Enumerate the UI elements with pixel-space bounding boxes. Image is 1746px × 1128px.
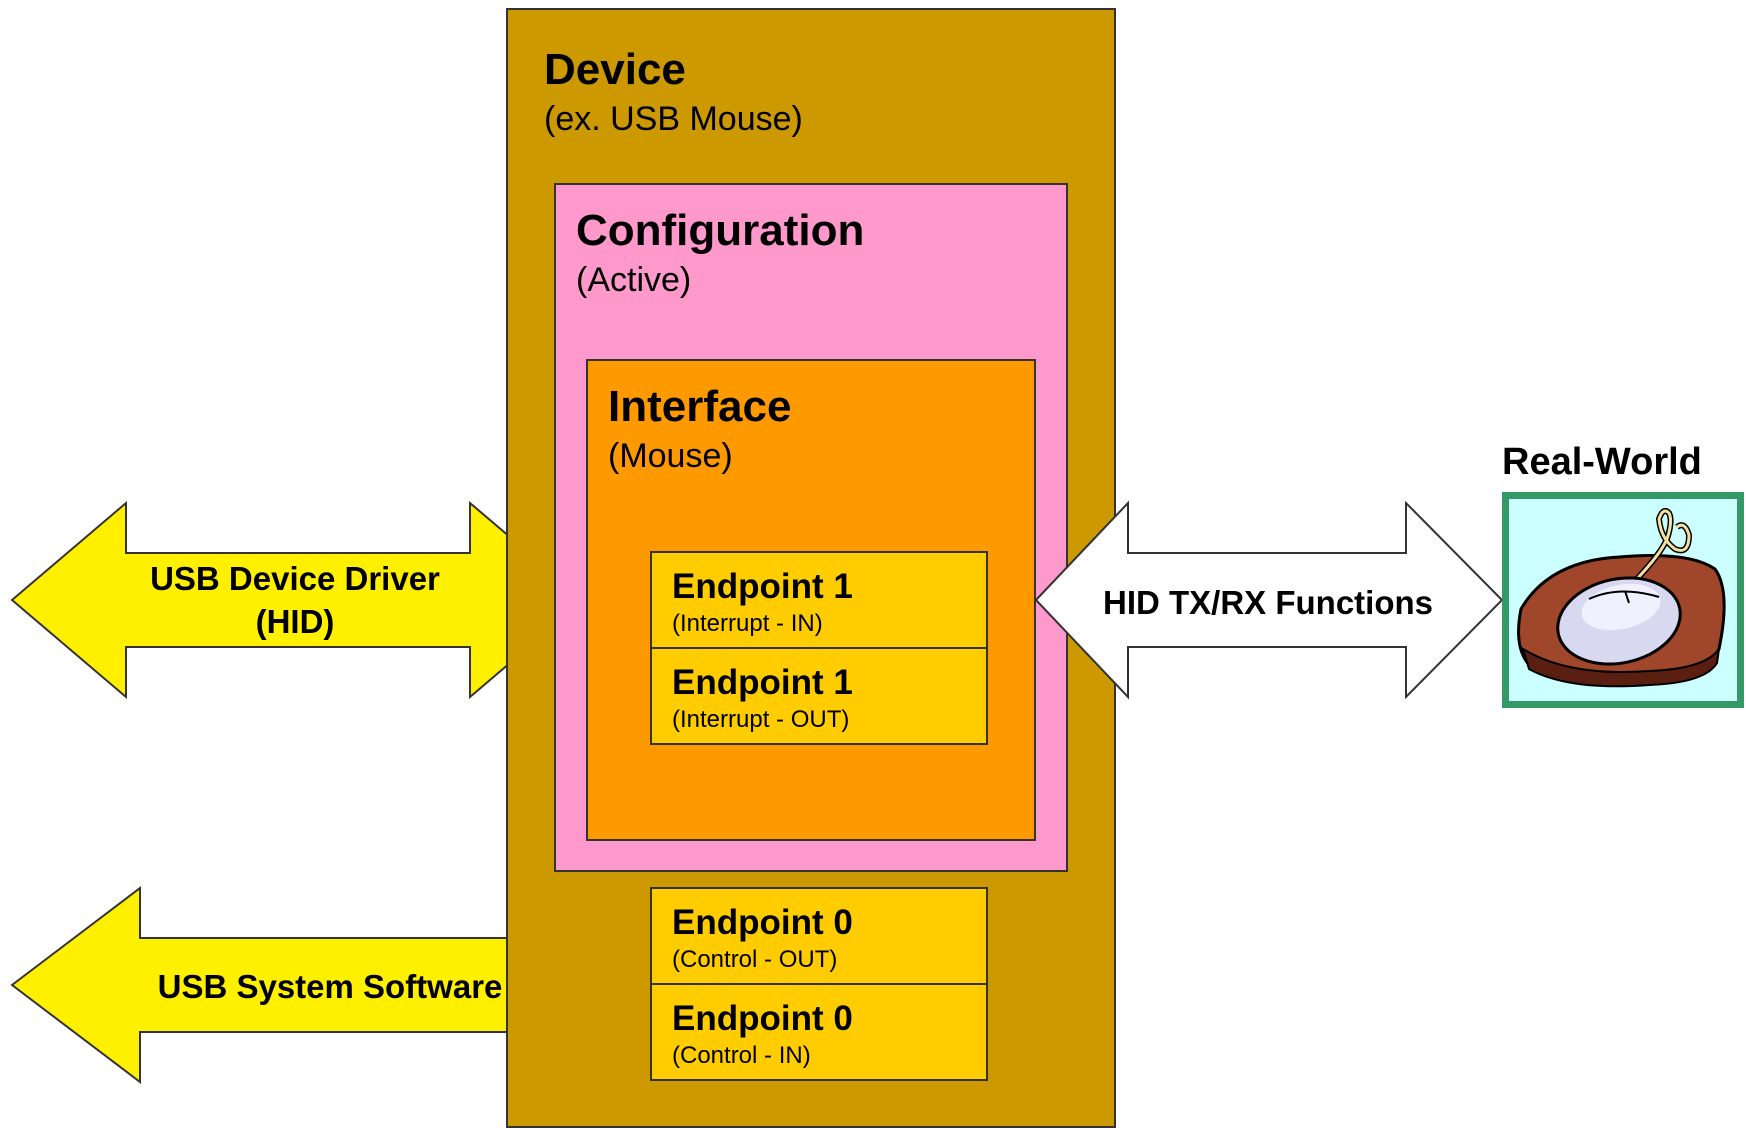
hid-tx-rx-label: HID TX/RX Functions bbox=[1103, 584, 1433, 621]
device-subtitle: (ex. USB Mouse) bbox=[544, 100, 803, 138]
endpoint-title: Endpoint 1 bbox=[672, 567, 853, 606]
endpoint-title: Endpoint 0 bbox=[672, 903, 853, 942]
usb-device-driver-line1: USB Device Driver bbox=[150, 560, 440, 597]
interface-subtitle: (Mouse) bbox=[608, 437, 733, 475]
endpoint-0-out: Endpoint 0 (Control - OUT) bbox=[650, 887, 988, 985]
configuration-title: Configuration bbox=[576, 206, 865, 255]
endpoint-subtitle: (Control - OUT) bbox=[672, 946, 838, 973]
interface-title: Interface bbox=[608, 382, 792, 431]
endpoint-1-in: Endpoint 1 (Interrupt - IN) bbox=[650, 551, 988, 649]
endpoint-1-out: Endpoint 1 (Interrupt - OUT) bbox=[650, 647, 988, 745]
usb-system-software-label: USB System Software bbox=[157, 968, 503, 1005]
mouse-on-pad-icon bbox=[1517, 508, 1726, 688]
real-world-label: Real-World bbox=[1502, 441, 1702, 483]
endpoint-title: Endpoint 0 bbox=[672, 999, 853, 1038]
usb-device-driver-line2: (HID) bbox=[255, 602, 335, 640]
endpoint-subtitle: (Interrupt - IN) bbox=[672, 610, 823, 637]
configuration-subtitle: (Active) bbox=[576, 261, 692, 299]
usb-device-driver-label: USB Device Driver (HID) bbox=[100, 558, 490, 644]
mouse-pad-edge bbox=[1521, 646, 1720, 688]
endpoint-0-in: Endpoint 0 (Control - IN) bbox=[650, 983, 988, 1081]
real-world-frame bbox=[1502, 492, 1744, 708]
endpoint-subtitle: (Interrupt - OUT) bbox=[672, 706, 850, 733]
endpoint-title: Endpoint 1 bbox=[672, 663, 853, 702]
endpoint-subtitle: (Control - IN) bbox=[672, 1042, 811, 1069]
mouse-button-line bbox=[1588, 590, 1660, 600]
device-title: Device bbox=[544, 45, 686, 94]
